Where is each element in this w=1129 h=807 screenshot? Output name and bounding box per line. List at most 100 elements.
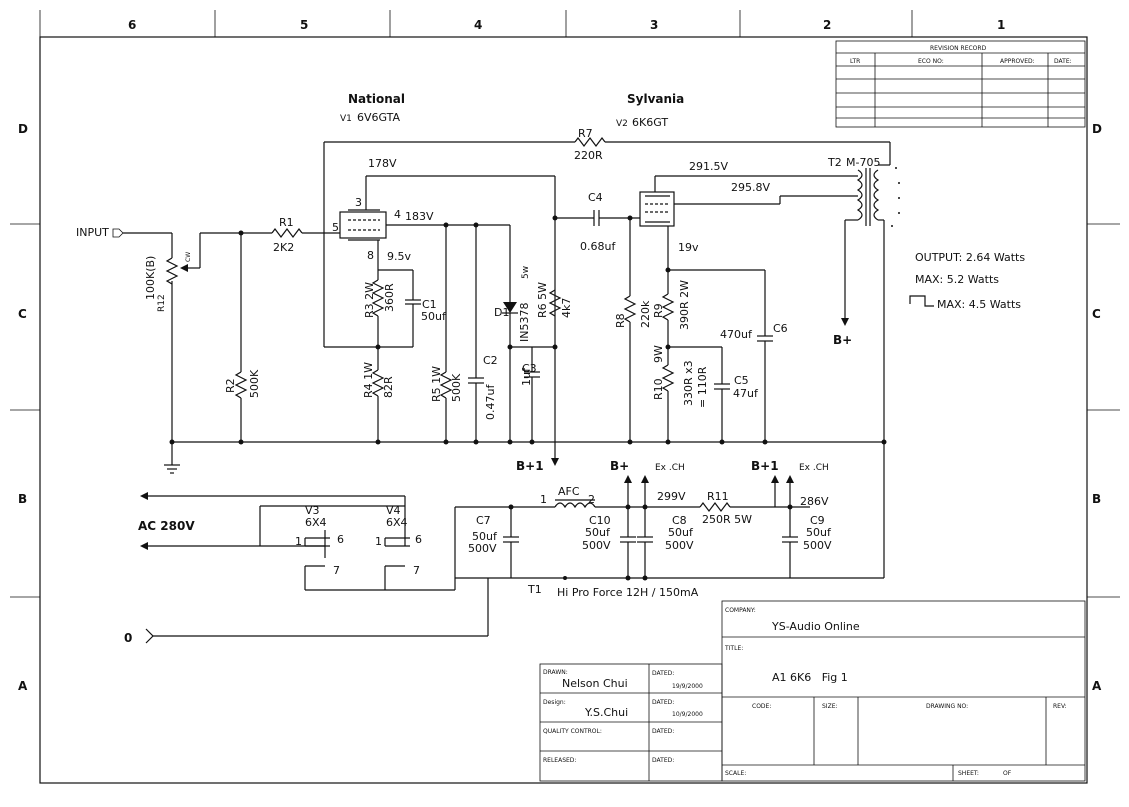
c2-value: 0.47uf — [484, 384, 497, 420]
v2-maker: Sylvania — [627, 92, 684, 106]
sheet-label: SHEET: — [958, 770, 979, 777]
r5-value: 500K — [450, 373, 463, 402]
r7-label: R7 — [578, 127, 593, 140]
v1-cathode-voltage: 9.5v — [387, 250, 411, 263]
r9-value: 390R 2W — [678, 280, 691, 330]
v3-label: V3 — [305, 504, 320, 517]
design-label: Design: — [543, 699, 566, 706]
afc-pin2: 2 — [588, 493, 595, 506]
c6-value: 470uf — [720, 328, 753, 341]
r10-value: 330R x3 — [682, 360, 695, 406]
v2-ref: V2 — [616, 119, 628, 129]
c6-label: C6 — [773, 322, 788, 335]
scale-label: SCALE: — [725, 770, 746, 777]
revision-header-date: DATE: — [1054, 58, 1072, 65]
r1-value: 2K2 — [273, 241, 294, 254]
v1-pin5: 5 — [332, 221, 339, 234]
supply-voltage-299: 299V — [657, 490, 686, 503]
c4-value: 0.68uf — [580, 240, 616, 253]
c3-value: 1uf — [520, 367, 533, 386]
c5-value: 47uf — [733, 387, 759, 400]
revision-title: REVISION RECORD — [930, 45, 987, 52]
r10-equivalent: = 110R — [696, 366, 709, 408]
r4-label: R4 1W — [362, 362, 375, 398]
r12-label: R12 — [157, 294, 167, 312]
c10-voltage: 500V — [582, 539, 611, 552]
v4-pin6: 6 — [415, 533, 422, 546]
r2-label: R2 — [224, 378, 237, 393]
title-block — [539, 600, 1086, 782]
qc-label: QUALITY CONTROL: — [543, 728, 602, 735]
r3-value: 360R — [383, 283, 396, 312]
zero-label: 0 — [124, 631, 132, 645]
d1-value: IN5378 — [518, 303, 531, 342]
of-label: OF — [1003, 770, 1012, 777]
v4-pin7: 7 — [413, 564, 420, 577]
v3-pin7: 7 — [333, 564, 340, 577]
v1-type: 6V6GTA — [357, 111, 401, 124]
circuit-wiring — [112, 137, 900, 644]
bplus1-label-right: B+1 — [751, 459, 779, 473]
spec-output: OUTPUT: 2.64 Watts — [915, 251, 1025, 264]
r5-label: R5 1W — [430, 366, 443, 402]
grid-row-a-left: A — [18, 679, 28, 693]
grid-row-d-right: D — [1092, 122, 1102, 136]
r8-value: 220k — [639, 300, 652, 328]
c7-label: C7 — [476, 514, 491, 527]
spec-max-square: MAX: 4.5 Watts — [937, 298, 1021, 311]
r11-label: R11 — [707, 490, 729, 503]
drawing-no-label: DRAWING NO: — [926, 703, 968, 710]
v2-screen-voltage: 295.8V — [731, 181, 770, 194]
input-label: INPUT — [76, 226, 109, 239]
square-wave-icon — [909, 295, 934, 307]
company-label: COMPANY: — [725, 607, 756, 614]
c1-value: 50uf — [421, 310, 447, 323]
v1-maker: National — [348, 92, 405, 106]
c4-label: C4 — [588, 191, 603, 204]
drawn-by: Nelson Chui — [562, 677, 628, 690]
drawn-date: 19/9/2000 — [672, 683, 703, 690]
bplus1-label-left: B+1 — [516, 459, 544, 473]
v2-plate-voltage: 291.5V — [689, 160, 728, 173]
revision-record-table — [835, 40, 1086, 128]
afc-label: AFC — [558, 485, 580, 498]
t2-label: T2 — [827, 156, 842, 169]
r8-label: R8 — [614, 313, 627, 328]
r1-label: R1 — [279, 216, 294, 229]
released-label: RELEASED: — [543, 757, 576, 764]
r6-label: R6 5W — [536, 282, 549, 318]
c10-label: C10 — [589, 514, 611, 527]
r3-label: R3 2W — [363, 282, 376, 318]
rev-label: REV: — [1053, 703, 1067, 710]
released-dated-label: DATED: — [652, 757, 674, 764]
ac-voltage-label: AC 280V — [138, 519, 195, 533]
c2-label: C2 — [483, 354, 498, 367]
grid-col-6: 6 — [128, 18, 136, 32]
v1-pin4: 4 — [394, 208, 401, 221]
v3-pin6: 6 — [337, 533, 344, 546]
grid-row-c-right: C — [1092, 307, 1101, 321]
exch-label-mid: Ex .CH — [655, 463, 685, 473]
t1-description: Hi Pro Force 12H / 150mA — [557, 586, 699, 599]
c9-value: 50uf — [806, 526, 832, 539]
c10-value: 50uf — [585, 526, 611, 539]
r9-label: R9 — [652, 303, 665, 318]
c9-label: C9 — [810, 514, 825, 527]
r11-value: 250R 5W — [702, 513, 752, 526]
grid-row-b-right: B — [1092, 492, 1101, 506]
v3-pin1: 1 — [295, 535, 302, 548]
v4-label: V4 — [386, 504, 401, 517]
revision-header-ltr: LTR — [850, 58, 860, 65]
design-by: Y.S.Chui — [584, 706, 628, 719]
c7-voltage: 500V — [468, 542, 497, 555]
supply-voltage-286: 286V — [800, 495, 829, 508]
size-label: SIZE: — [822, 703, 838, 710]
t2-value: M-705 — [846, 156, 880, 169]
d1-label: D1 — [494, 306, 509, 319]
v1-pin3: 3 — [355, 196, 362, 209]
grid-row-c-left: C — [18, 307, 27, 321]
v1-plate-voltage: 178V — [368, 157, 397, 170]
revision-header-approved: APPROVED: — [1000, 58, 1035, 65]
c8-label: C8 — [672, 514, 687, 527]
